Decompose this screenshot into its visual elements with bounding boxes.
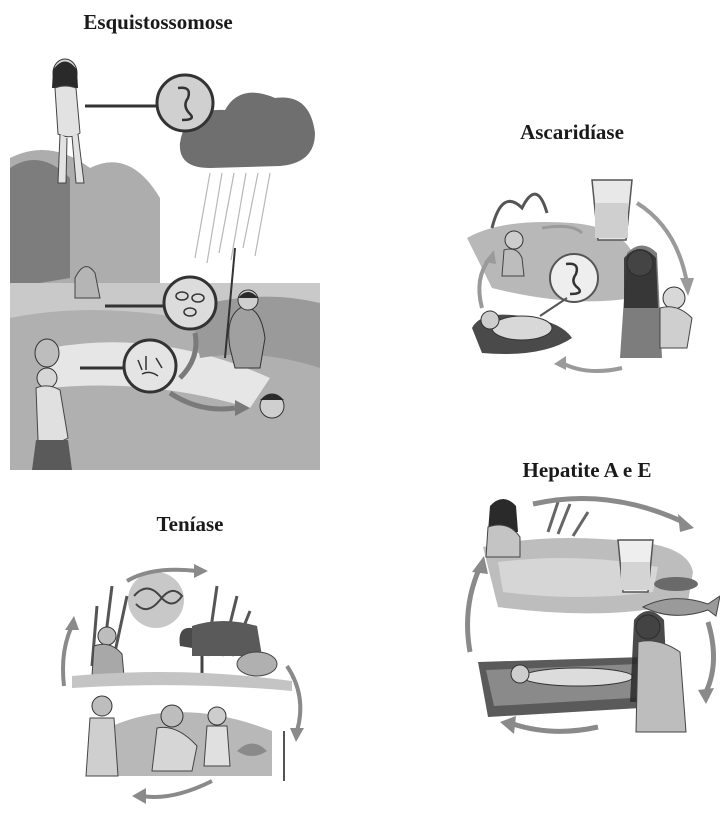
title-esquistossomose: Esquistossomose: [83, 10, 232, 35]
title-teniase: Teníase: [157, 512, 224, 537]
schistosomiasis-illustration: [10, 48, 320, 470]
hepatitis-illustration: [458, 492, 720, 748]
title-ascaridiase: Ascaridíase: [520, 120, 624, 145]
title-hepatite: Hepatite A e E: [523, 458, 652, 483]
ascariasis-illustration: [462, 158, 704, 376]
taeniasis-illustration: [52, 556, 314, 810]
